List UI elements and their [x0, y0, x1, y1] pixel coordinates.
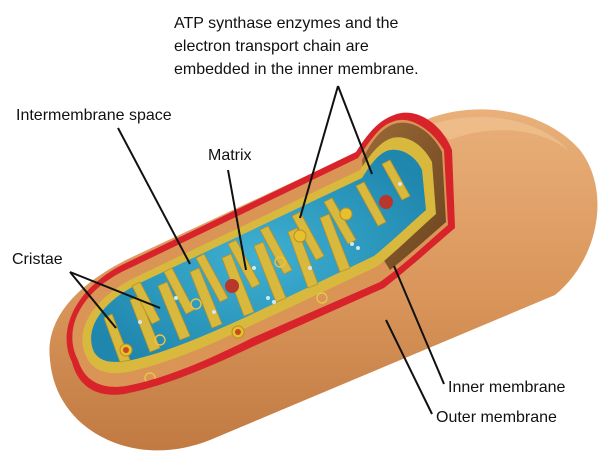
atp-note-line-3: embedded in the inner membrane. [174, 61, 419, 78]
label-inner-membrane: Inner membrane [448, 379, 565, 396]
atp-note-line-1: ATP synthase enzymes and the [174, 15, 399, 32]
label-outer-membrane: Outer membrane [436, 409, 557, 426]
label-intermembrane-space: Intermembrane space [16, 107, 172, 124]
label-matrix: Matrix [208, 147, 252, 164]
atp-note-line-2: electron transport chain are [174, 38, 369, 55]
label-cristae: Cristae [12, 251, 63, 268]
